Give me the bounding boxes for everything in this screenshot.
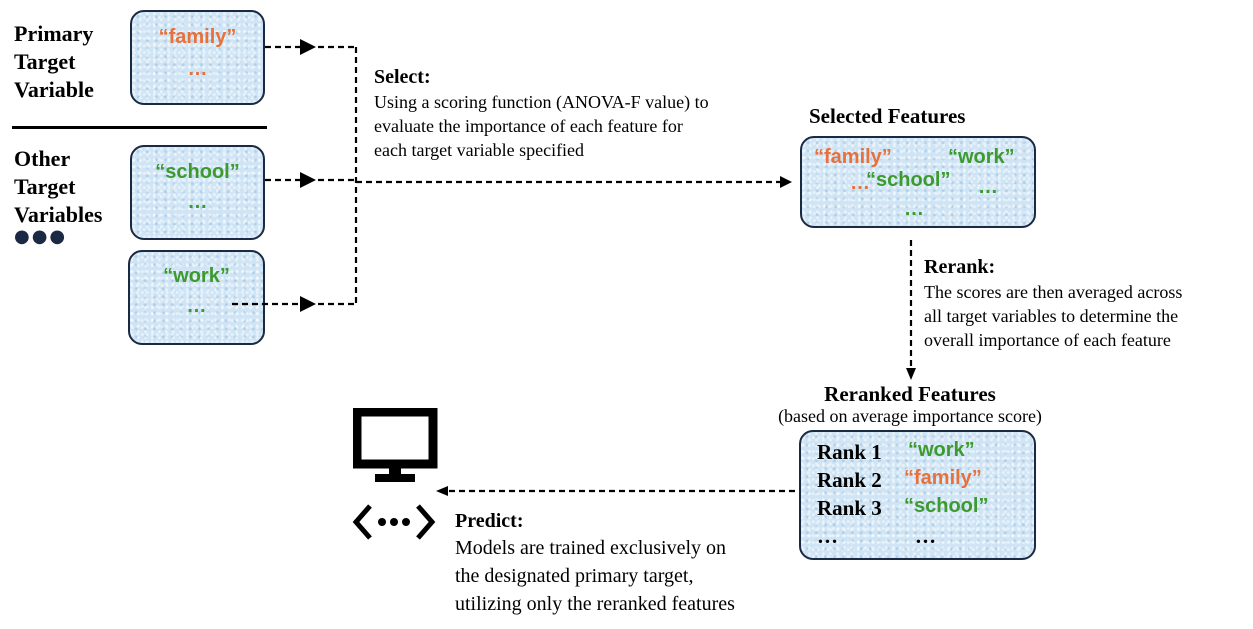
rerank-line: The scores are then averaged across <box>924 282 1183 302</box>
label-line: Variables <box>14 202 103 227</box>
rank-feature: “family” <box>904 467 982 489</box>
select-line: Using a scoring function (ANOVA-F value)… <box>374 92 709 112</box>
predict-line: Models are trained exclusively on <box>455 537 727 559</box>
selected-features-box: “family” “work” … “school” … … <box>800 136 1036 228</box>
label-line: Primary <box>14 21 94 46</box>
selected-features-title: Selected Features <box>809 104 966 128</box>
ellipsis: … <box>186 295 207 317</box>
ellipsis: … <box>904 198 924 220</box>
rank-feature: “work” <box>908 439 975 461</box>
feature-school: “school” <box>866 169 951 191</box>
reranked-features-subtitle: (based on average importance score) <box>778 406 1042 426</box>
code-icon <box>352 504 436 540</box>
predict-title: Predict: <box>455 510 524 532</box>
select-line: evaluate the importance of each feature … <box>374 116 683 136</box>
monitor-icon <box>353 408 438 482</box>
ellipsis: … <box>187 58 208 80</box>
select-title: Select: <box>374 66 431 88</box>
primary-target-box: “family” … <box>130 10 265 105</box>
label-line: Variable <box>14 77 94 102</box>
label-line: Other <box>14 146 71 171</box>
keyword-work: “work” <box>163 265 230 287</box>
other-targets-label: Other Target Variables <box>14 145 102 229</box>
select-line: each target variable specified <box>374 140 585 160</box>
ellipsis: … <box>187 191 208 213</box>
label-line: Target <box>14 174 76 199</box>
other-target-box-work: “work” … <box>128 250 265 345</box>
rerank-step: Rerank: The scores are then averaged acr… <box>924 254 1182 352</box>
rank-feature: “school” <box>904 495 989 517</box>
more-dots-icon: ●●● <box>14 226 68 247</box>
ellipsis: … <box>915 524 936 548</box>
other-target-box-school: “school” … <box>130 145 265 240</box>
arrowhead <box>906 368 916 380</box>
label-line: Target <box>14 49 76 74</box>
predict-line: utilizing only the reranked features <box>455 593 735 615</box>
feature-work: “work” <box>948 146 1015 168</box>
arrowhead <box>780 176 792 188</box>
rank-label: Rank 1 <box>817 440 882 464</box>
select-step: Select: Using a scoring function (ANOVA-… <box>374 64 709 162</box>
ellipsis: … <box>850 172 870 194</box>
feature-family: “family” <box>814 146 892 168</box>
ellipsis: … <box>978 176 998 198</box>
predict-line: the designated primary target, <box>455 565 694 587</box>
predict-step: Predict: Models are trained exclusively … <box>455 508 735 618</box>
rank-label: Rank 2 <box>817 468 882 492</box>
arrowhead <box>300 172 316 188</box>
ellipsis: … <box>817 524 838 548</box>
keyword-school: “school” <box>155 161 240 183</box>
reranked-features-box: Rank 1 “work” Rank 2 “family” Rank 3 “sc… <box>799 430 1036 560</box>
primary-target-label: Primary Target Variable <box>14 20 94 104</box>
rerank-line: overall importance of each feature <box>924 330 1171 350</box>
reranked-features-title: Reranked Features <box>824 382 996 406</box>
separator-line <box>12 126 267 129</box>
keyword-family: “family” <box>158 26 237 48</box>
rank-label: Rank 3 <box>817 496 882 520</box>
arrowhead <box>300 296 316 312</box>
rerank-line: all target variables to determine the <box>924 306 1179 326</box>
arrowhead <box>300 39 316 55</box>
rerank-title: Rerank: <box>924 256 996 278</box>
